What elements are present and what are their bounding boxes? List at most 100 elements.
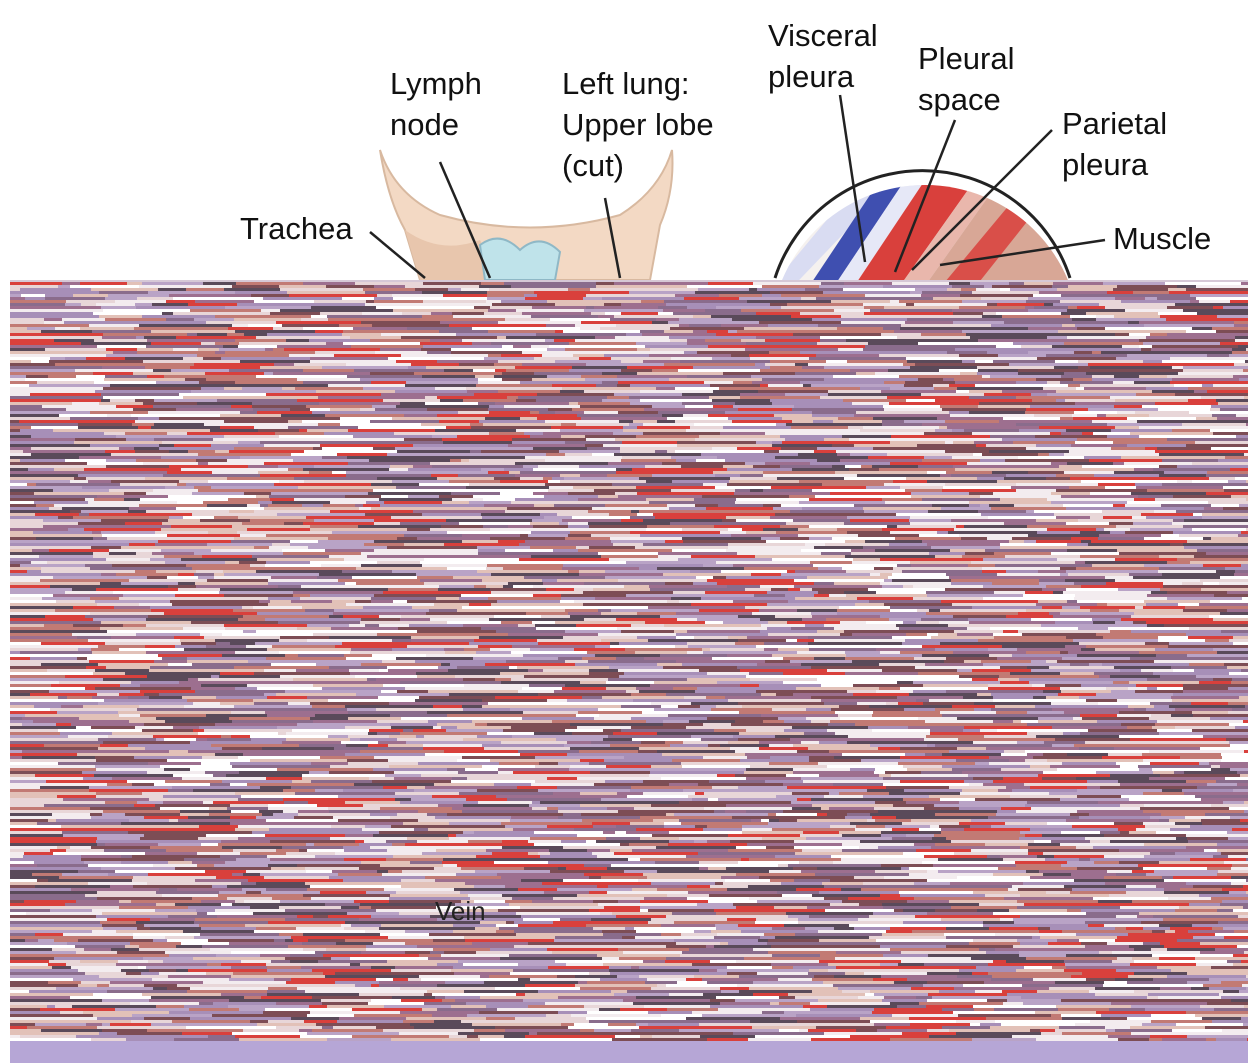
corruption-streak: [988, 684, 1032, 687]
corruption-streak: [188, 450, 215, 453]
corruption-streak: [735, 642, 764, 645]
corruption-streak: [10, 765, 95, 768]
corruption-streak: [10, 462, 87, 465]
corruption-streak: [89, 660, 154, 663]
corruption-streak: [812, 588, 868, 591]
corruption-streak: [876, 690, 913, 693]
corruption-streak: [166, 300, 195, 303]
corruption-streak: [10, 732, 60, 735]
corruption-streak: [338, 819, 418, 822]
corruption-streak: [1057, 288, 1113, 291]
corruption-streak: [1115, 660, 1154, 663]
corruption-streak: [215, 351, 225, 354]
corruption-streak: [1126, 885, 1156, 888]
corruption-streak: [563, 636, 637, 639]
corruption-streak: [96, 840, 165, 843]
corruption-streak: [377, 720, 428, 723]
corruption-streak: [748, 885, 824, 888]
corruption-streak: [731, 354, 749, 357]
corruption-streak: [438, 588, 490, 591]
corruption-streak: [418, 810, 462, 813]
corruption-streak: [466, 486, 549, 489]
corruption-streak: [10, 321, 44, 324]
corruption-streak: [379, 624, 409, 627]
corruption-streak: [703, 483, 727, 486]
corruption-streak: [488, 471, 509, 474]
corruption-streak: [252, 405, 306, 408]
corruption-streak: [1051, 462, 1067, 465]
corruption-streak: [530, 546, 576, 549]
corruption-streak: [714, 525, 780, 528]
corruption-streak: [1113, 381, 1134, 384]
corruption-streak: [10, 282, 62, 285]
corruption-streak: [630, 789, 683, 792]
corruption-streak: [516, 399, 536, 402]
corruption-streak: [1092, 420, 1137, 423]
corruption-streak: [459, 522, 530, 525]
corruption-streak: [361, 564, 422, 567]
corruption-streak: [1197, 549, 1248, 552]
corruption-streak: [10, 537, 36, 540]
corruption-streak: [62, 318, 105, 321]
corruption-streak: [721, 324, 768, 327]
corruption-streak: [329, 555, 367, 558]
corruption-streak: [744, 303, 770, 306]
corruption-streak: [247, 528, 310, 531]
corruption-streak: [602, 372, 637, 375]
corruption-streak: [852, 561, 910, 564]
corruption-streak: [520, 753, 567, 756]
corruption-streak: [410, 861, 442, 864]
corruption-streak: [607, 474, 652, 477]
corruption-streak: [318, 534, 404, 537]
corruption-streak: [10, 648, 78, 651]
corruption-streak: [1192, 480, 1228, 483]
corruption-streak: [697, 687, 783, 690]
corruption-streak: [1058, 693, 1096, 696]
corruption-streak: [1060, 687, 1106, 690]
corruption-streak: [1154, 510, 1176, 513]
corruption-streak: [269, 828, 362, 831]
corruption-streak: [148, 411, 240, 414]
corruption-streak: [742, 831, 803, 834]
corruption-streak: [1074, 411, 1117, 414]
corruption-streak: [630, 531, 720, 534]
corruption-streak: [1130, 432, 1213, 435]
corruption-streak: [201, 387, 224, 390]
corruption-streak: [503, 684, 529, 687]
corruption-streak: [132, 783, 154, 786]
corruption-streak: [1217, 315, 1248, 318]
corruption-streak: [1063, 732, 1080, 735]
corruption-streak: [930, 729, 963, 732]
corruption-streak: [933, 864, 1016, 867]
corruption-streak: [997, 573, 1060, 576]
corruption-streak: [868, 456, 924, 459]
corruption-streak: [687, 375, 751, 378]
corruption-streak: [1115, 333, 1129, 336]
corruption-streak: [439, 489, 460, 492]
corruption-streak: [1134, 498, 1155, 501]
corruption-streak: [500, 492, 533, 495]
corruption-streak: [555, 330, 563, 333]
corruption-streak: [991, 708, 1052, 711]
corruption-streak: [506, 369, 569, 372]
corruption-streak: [701, 597, 795, 600]
corruption-streak: [1229, 807, 1248, 810]
corruption-streak: [416, 573, 491, 576]
corruption-streak: [248, 879, 343, 882]
corruption-streak: [800, 351, 883, 354]
corruption-streak: [488, 330, 555, 333]
corruption-streak: [1024, 675, 1099, 678]
corruption-streak: [302, 420, 370, 423]
corruption-streak: [892, 828, 919, 831]
corruption-streak: [1026, 447, 1111, 450]
corruption-streak: [146, 510, 229, 513]
corruption-streak: [682, 537, 761, 540]
corruption-streak: [258, 429, 299, 432]
corruption-streak: [991, 693, 1058, 696]
corruption-streak: [502, 378, 532, 381]
corruption-streak: [828, 723, 855, 726]
corruption-streak: [952, 309, 1028, 312]
corruption-streak: [507, 507, 592, 510]
corruption-streak: [315, 486, 396, 489]
corruption-streak: [268, 597, 300, 600]
